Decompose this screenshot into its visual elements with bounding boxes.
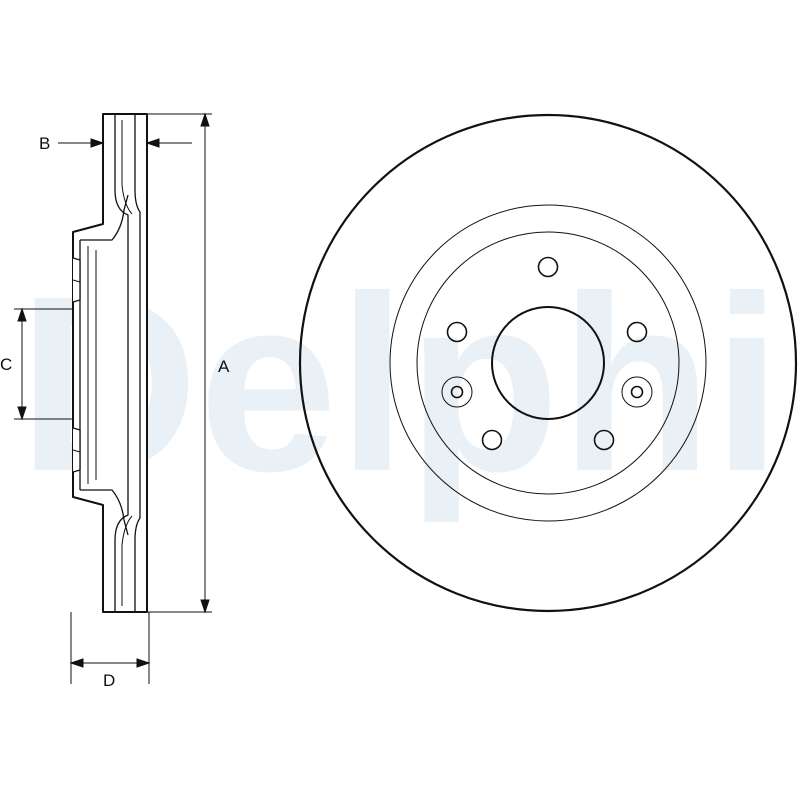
locating-hole-ring xyxy=(441,376,473,408)
cheek-line-inner-bottom xyxy=(121,515,133,606)
dim-a-label: A xyxy=(218,357,230,376)
dim-c-label: C xyxy=(0,355,12,374)
vent-channel-left xyxy=(114,114,129,612)
side-view xyxy=(72,113,148,613)
dim-c-arrow-top xyxy=(17,307,27,322)
dim-b-arrow-right xyxy=(145,138,160,148)
locating-hole xyxy=(630,385,644,399)
vent-channel-right xyxy=(134,114,141,612)
disc-outer-edge xyxy=(298,113,798,613)
dimension-lines xyxy=(14,112,212,684)
cheek-line-inner xyxy=(121,120,133,215)
dim-c-arrow-bottom xyxy=(17,406,27,421)
hub-step-bottom xyxy=(80,489,129,536)
stud-boss-bottom xyxy=(72,427,81,473)
side-view-outline xyxy=(72,113,148,613)
dim-b-arrow-left xyxy=(90,138,105,148)
stud-hole xyxy=(593,429,615,451)
dim-d-label: D xyxy=(103,671,115,690)
hat-outer-edge xyxy=(416,231,680,495)
stud-hole xyxy=(481,429,503,451)
friction-ring-inner-edge xyxy=(389,204,707,522)
locating-hole xyxy=(450,385,464,399)
dim-d-arrow-left xyxy=(69,658,84,668)
dim-a-arrow-top xyxy=(200,112,210,127)
hub-step-top xyxy=(80,194,129,241)
dim-b-label: B xyxy=(39,134,50,153)
center-bore xyxy=(491,306,605,420)
stud-hole xyxy=(537,256,559,278)
stud-boss-line xyxy=(72,449,81,453)
stud-hole xyxy=(446,321,468,343)
stud-boss-line xyxy=(72,279,81,283)
stud-hole xyxy=(626,321,648,343)
locating-hole-ring xyxy=(621,376,653,408)
stud-boss-top xyxy=(72,257,81,303)
front-view xyxy=(298,113,798,613)
dim-d-arrow-right xyxy=(136,658,151,668)
dim-a-arrow-bottom xyxy=(200,599,210,614)
